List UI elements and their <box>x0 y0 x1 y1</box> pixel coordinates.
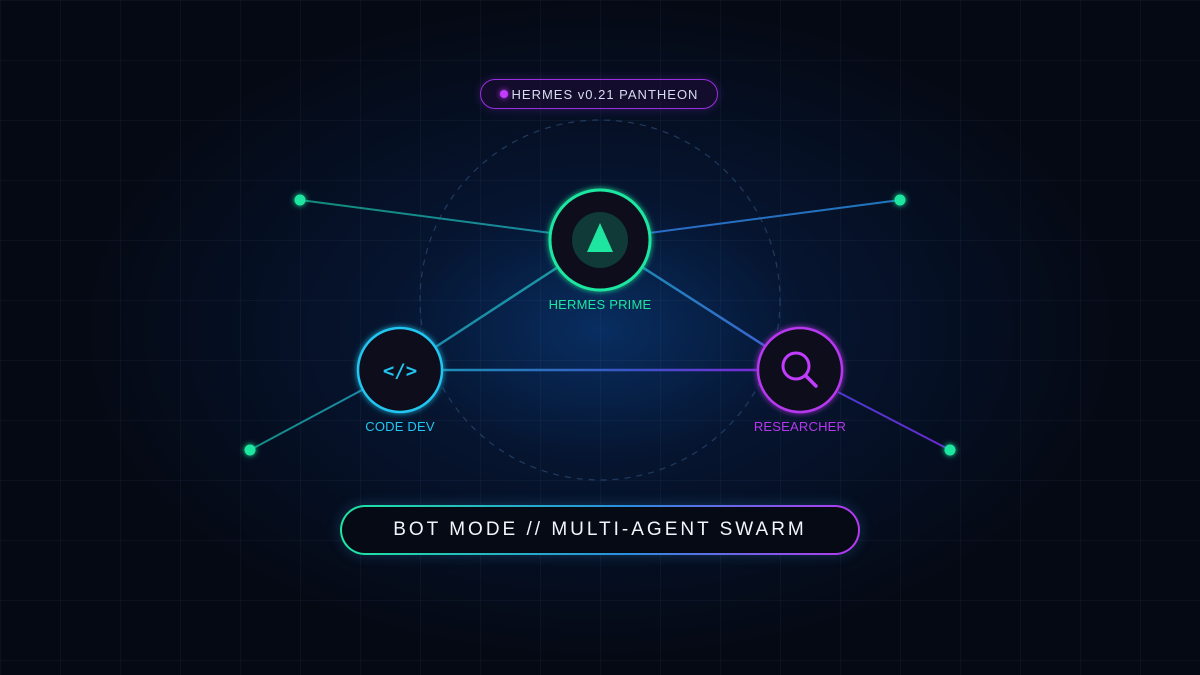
mode-banner-text: BOT MODE // MULTI-AGENT SWARM <box>393 519 807 540</box>
version-badge: HERMES v0.21 PANTHEON <box>480 79 718 109</box>
triangle-icon <box>587 223 613 252</box>
orbit-ring <box>419 119 781 481</box>
node-label-researcher: RESEARCHER <box>753 419 847 434</box>
connector-prime-researcher <box>641 265 766 348</box>
search-icon <box>781 351 818 388</box>
status-dot-icon <box>499 90 508 98</box>
node-code-dev[interactable]: </> <box>356 326 444 414</box>
mode-banner: BOT MODE // MULTI-AGENT SWARM <box>340 505 860 555</box>
version-badge-label: HERMES v0.21 PANTHEON <box>511 86 699 102</box>
connector-researcher-satellite <box>837 391 951 451</box>
connector-prime-satellite-right <box>648 199 901 234</box>
satellite-dot-top-right <box>894 194 906 206</box>
node-hermes-prime[interactable] <box>548 188 652 292</box>
connector-prime-code <box>433 265 559 350</box>
satellite-dot-bottom-right <box>944 444 956 456</box>
connector-code-satellite <box>249 389 363 451</box>
code-icon: </> <box>383 360 417 382</box>
node-label-hermes-prime: HERMES PRIME <box>548 297 652 312</box>
connector-prime-satellite-left <box>299 199 552 234</box>
node-label-code-dev: CODE DEV <box>365 419 435 434</box>
satellite-dot-bottom-left <box>244 444 256 456</box>
satellite-dot-top-left <box>294 194 306 206</box>
node-researcher[interactable] <box>756 326 844 414</box>
